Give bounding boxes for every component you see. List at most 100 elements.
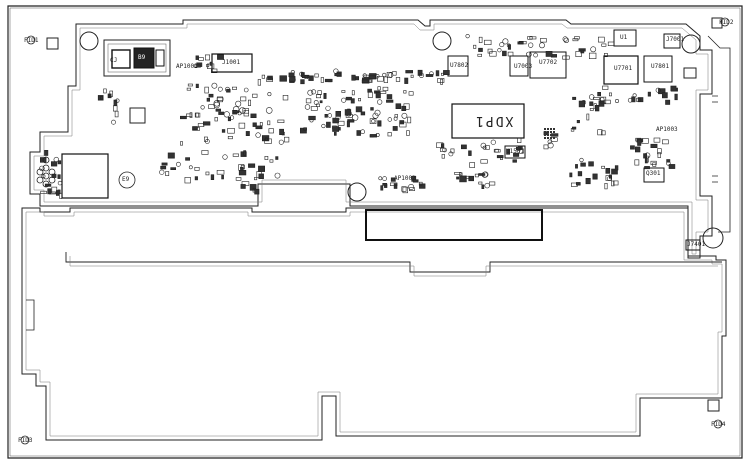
smd-part <box>275 156 279 160</box>
smd-part <box>277 119 285 124</box>
smd-part <box>362 73 367 78</box>
smd-part <box>378 176 383 181</box>
smd-part <box>450 148 455 154</box>
label-j7001: J7001 <box>666 36 685 43</box>
smd-part <box>574 36 580 40</box>
chip-q301 <box>643 167 665 183</box>
smd-part <box>562 55 570 60</box>
smd-part <box>376 76 384 82</box>
module-outline <box>29 19 713 259</box>
smd-part <box>652 162 657 167</box>
smd-part <box>512 159 517 163</box>
smd-part <box>267 92 272 97</box>
smd-part <box>185 157 190 161</box>
smd-part <box>211 82 218 89</box>
smd-part <box>341 97 347 103</box>
pin-grid-dot <box>553 137 555 139</box>
smd-part <box>39 165 45 172</box>
smd-part <box>332 117 339 124</box>
smd-part <box>345 96 352 101</box>
smd-part <box>499 157 503 160</box>
smd-part <box>487 48 493 54</box>
smd-part <box>214 117 218 122</box>
smd-part <box>240 166 244 170</box>
smd-part <box>529 36 537 40</box>
smd-part <box>386 99 394 103</box>
pad-ring <box>42 180 50 188</box>
smd-part <box>603 53 608 58</box>
smd-part <box>634 146 641 153</box>
smd-part <box>358 98 361 102</box>
smd-part <box>57 174 61 179</box>
board-outline <box>7 5 743 459</box>
smd-part <box>369 118 377 124</box>
smd-part <box>369 134 378 138</box>
lower-step <box>26 299 35 331</box>
smd-part <box>334 73 342 77</box>
smd-part <box>204 86 209 94</box>
smd-part <box>301 74 310 78</box>
label-xdp1: XDP1 <box>474 113 514 128</box>
smd-part <box>412 179 419 183</box>
smd-part <box>221 129 226 133</box>
right-slots <box>712 95 718 183</box>
smd-part <box>657 152 661 158</box>
smd-part <box>674 93 678 101</box>
smd-part <box>371 119 376 124</box>
smd-part <box>601 43 607 47</box>
smd-part <box>186 113 193 117</box>
smd-part <box>407 116 412 124</box>
pad-ring <box>48 168 56 176</box>
smd-part <box>480 142 487 149</box>
smd-part <box>395 103 402 109</box>
smd-part <box>269 159 274 163</box>
smd-part <box>242 108 250 114</box>
label-cj: CJ <box>110 57 118 64</box>
mount-hole-2 <box>432 31 452 51</box>
smd-part <box>579 157 584 163</box>
smd-part <box>644 152 651 159</box>
smd-part <box>327 113 332 118</box>
fiducial-label-br: FID4 <box>711 421 726 428</box>
smd-part <box>57 180 63 186</box>
pin-grid-dot <box>553 134 555 136</box>
battery-band <box>65 252 722 273</box>
pin-grid-dot <box>553 131 555 133</box>
smd-part <box>319 100 323 104</box>
smd-part <box>259 122 263 127</box>
smd-part <box>547 142 554 149</box>
hole-tr <box>720 17 730 27</box>
smd-part <box>268 128 274 134</box>
smd-part <box>545 50 553 57</box>
smd-part <box>289 76 296 82</box>
label-ap-mid: AP1002 <box>394 175 416 182</box>
smd-part <box>670 85 677 92</box>
smd-part <box>594 105 600 112</box>
smd-part <box>657 148 662 155</box>
smd-part <box>513 152 520 157</box>
smd-part <box>611 180 615 187</box>
label-u1501: U1501 <box>506 148 525 155</box>
chip-tl-b <box>133 47 155 69</box>
smd-part <box>484 182 490 189</box>
smd-part <box>243 150 247 156</box>
smd-part <box>478 173 486 176</box>
smd-part <box>478 47 483 52</box>
smd-part <box>57 189 61 195</box>
pin-grid-dot <box>550 131 552 133</box>
smd-part <box>533 52 538 58</box>
smd-part <box>569 172 573 178</box>
smd-part <box>527 36 533 40</box>
smd-part <box>257 79 262 86</box>
smd-part <box>324 114 328 118</box>
smd-part <box>390 182 398 186</box>
smd-part <box>465 33 470 39</box>
label-u7701: U7701 <box>614 65 633 72</box>
pin-grid-dot <box>544 137 546 139</box>
chip-u7801 <box>643 55 673 83</box>
smd-part <box>383 76 389 83</box>
smd-part <box>210 174 215 180</box>
smd-part <box>665 99 671 105</box>
fiducial-square-br <box>707 399 720 412</box>
